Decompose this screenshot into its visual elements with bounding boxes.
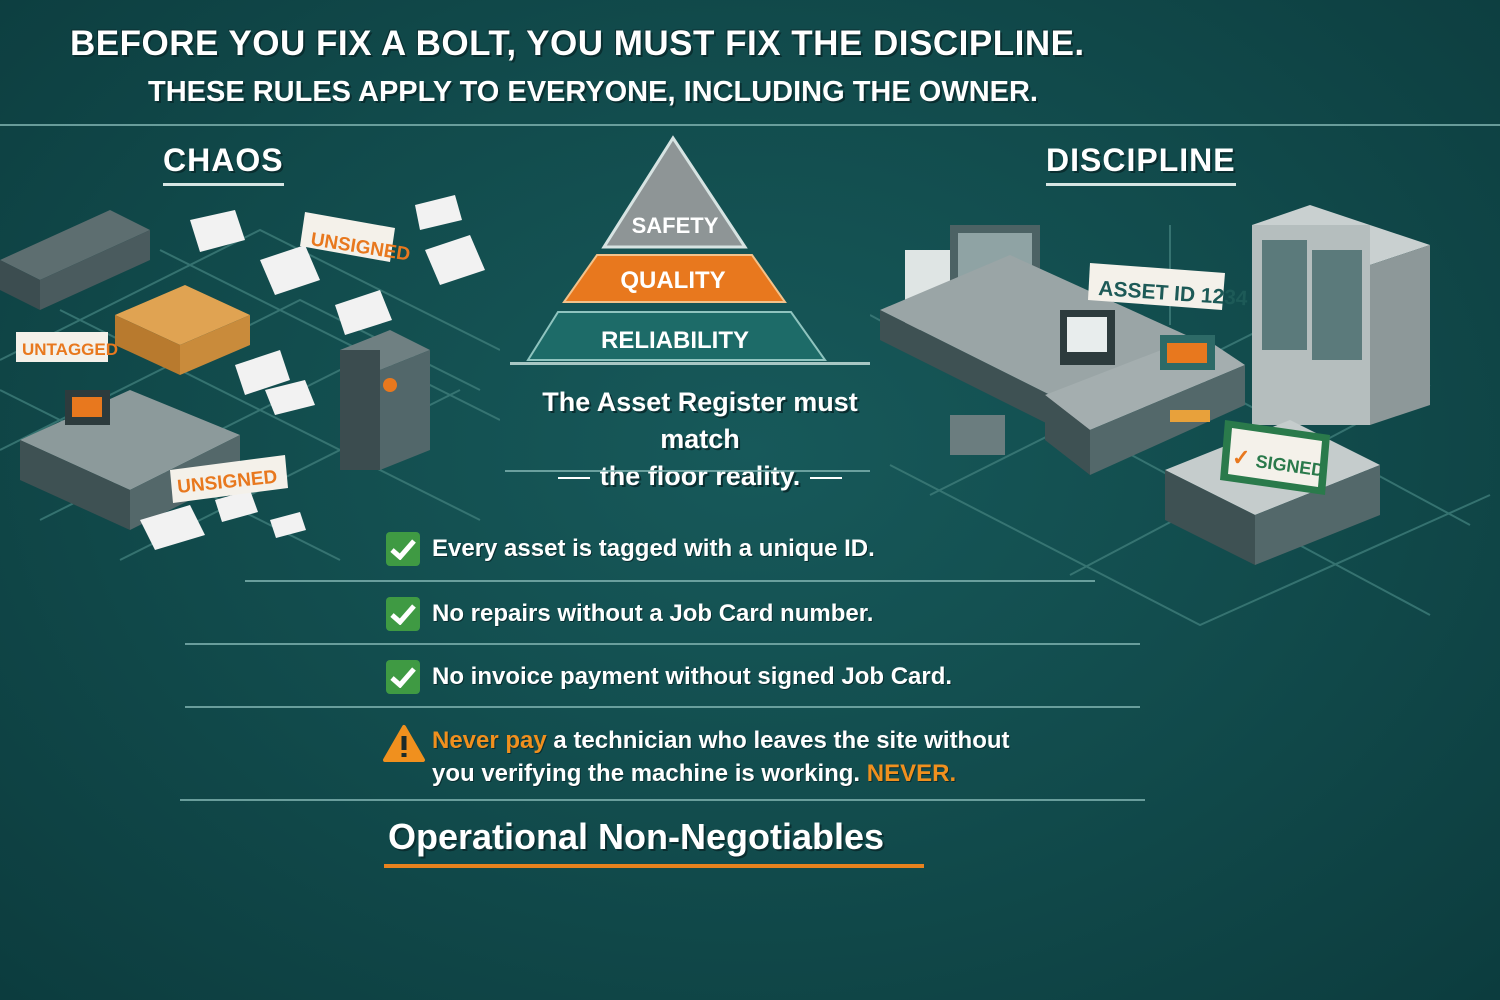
checkbox-checked-icon (386, 597, 420, 631)
rule-text: No invoice payment without signed Job Ca… (432, 663, 953, 690)
pyramid-label-quality: QUALITY (620, 267, 725, 294)
register-line-1: The Asset Register must match (542, 387, 858, 454)
rule-item: Every asset is tagged with a unique ID. (386, 532, 875, 566)
scattered-papers (140, 195, 485, 550)
asset-id-label: ASSET ID 1234 (1088, 263, 1249, 310)
pyramid-level-reliability (526, 311, 827, 361)
chaos-illustration: UNSIGNED UNTAGGED UNSIGNED (0, 195, 500, 561)
pyramid-level-safety (601, 135, 748, 249)
counter-desk-icon (880, 255, 1245, 475)
boxes-pallet-icon (115, 285, 250, 375)
cabinet-machine-icon (340, 330, 430, 470)
warning-divider (180, 799, 1145, 801)
rule-divider (245, 580, 1095, 582)
rule-text: No repairs without a Job Card number. (432, 600, 874, 627)
rule-item: No invoice payment without signed Job Ca… (386, 660, 952, 694)
warning-rule: Never pay a technician who leaves the si… (382, 724, 1010, 790)
footer-title: Operational Non-Negotiables (388, 816, 885, 857)
checkbox-checked-icon (386, 660, 420, 694)
footer-underline (384, 864, 924, 868)
rule-item: No repairs without a Job Card number. (386, 597, 873, 631)
asset-tag-icon (1160, 335, 1215, 370)
rule-divider (185, 706, 1140, 708)
dash-left (557, 476, 590, 479)
page-subtitle: THESE RULES APPLY TO EVERYONE, INCLUDING… (148, 76, 1038, 108)
pyramid-label-reliability: RELIABILITY (601, 327, 749, 354)
warning-triangle-icon (383, 725, 425, 762)
display-fridge-icon (1252, 205, 1430, 425)
header-divider (0, 124, 1500, 126)
untagged-label: UNTAGGED (22, 340, 118, 359)
warning-emphasis: NEVER. (866, 760, 957, 787)
desk-workstation-icon (20, 390, 240, 530)
warning-word-never: Never (432, 727, 499, 754)
warning-word-pay: pay (505, 727, 547, 754)
asset-register-statement: The Asset Register must match the floor … (500, 384, 900, 495)
check-mark-icon: ✓ (1232, 445, 1250, 470)
discipline-illustration: ASSET ID 1234 ✓ SIGNED (870, 205, 1491, 627)
warning-text-line1: a technician who leaves the site without (553, 727, 1010, 754)
discipline-heading: DISCIPLINE (1046, 142, 1236, 186)
dash-right (810, 476, 843, 479)
pyramid-level-quality (562, 254, 787, 303)
rule-text: Every asset is tagged with a unique ID. (432, 535, 875, 562)
unsigned-tag-2: UNSIGNED (170, 455, 288, 503)
warning-text-line2: you verifying the machine is working. (432, 760, 861, 787)
register-line-2: the floor reality. (599, 461, 801, 491)
chaos-heading: CHAOS (163, 142, 284, 186)
signed-job-card: ✓ SIGNED (1220, 420, 1330, 495)
rule-divider (185, 643, 1140, 645)
priority-pyramid: SAFETY QUALITY RELIABILITY (510, 135, 870, 365)
register-divider (505, 470, 870, 472)
conveyor-machine (0, 210, 150, 310)
pyramid-label-safety: SAFETY (632, 213, 719, 238)
checkbox-checked-icon (386, 532, 420, 566)
untagged-tag: UNTAGGED (16, 332, 118, 362)
page-title: BEFORE YOU FIX A BOLT, YOU MUST FIX THE … (70, 24, 1085, 63)
